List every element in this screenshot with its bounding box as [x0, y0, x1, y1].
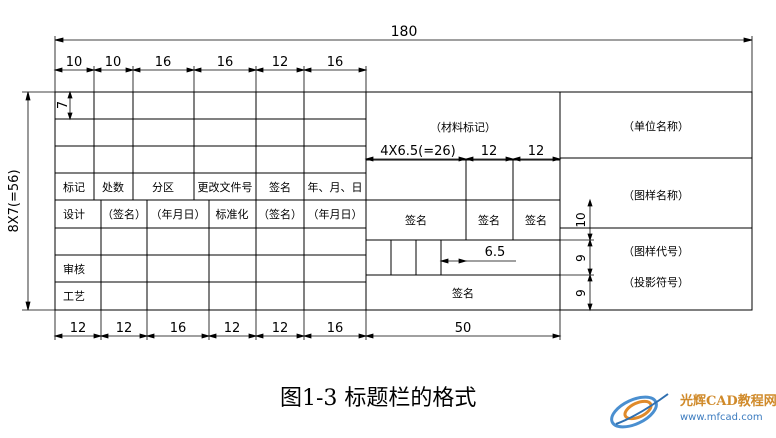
dim-mid-a: 12	[481, 144, 498, 159]
dim-top-width: 16	[155, 55, 172, 70]
dim-top-width: 10	[105, 55, 122, 70]
dim-bottom-width: 16	[327, 321, 344, 336]
dim-right-row: 9	[574, 289, 588, 297]
table-grid	[54, 91, 753, 311]
projection-symbol-label: （投影符号）	[623, 275, 689, 289]
mid-sign-label: 签名	[525, 213, 547, 227]
header-label: 分区	[152, 181, 174, 194]
watermark-title: 光辉CAD教程网	[680, 394, 776, 409]
header-label: 标记	[63, 180, 85, 194]
dim-mid-b: 12	[528, 144, 545, 159]
dim-bottom-width: 12	[224, 321, 241, 336]
dim-small-cell: 6.5	[485, 245, 506, 260]
mid-sign-label: 签名	[478, 213, 500, 227]
dim-total-width: 180	[391, 24, 418, 40]
dim-first-row: 7	[56, 101, 71, 109]
header-label: 处数	[102, 181, 124, 194]
design-row-label: （年月日）	[308, 207, 363, 221]
dim-material-sub: 4X6.5(=26)	[380, 144, 455, 159]
dim-left-height: 8X7(=56)	[7, 169, 22, 232]
unit-name-label: （单位名称）	[623, 119, 689, 133]
dim-top-width: 10	[66, 55, 83, 70]
dim-right-row: 9	[574, 254, 588, 262]
bottom-sign-label: 签名	[452, 286, 474, 300]
dim-bottom-width: 12	[70, 321, 87, 336]
watermark-url: www.mfcad.com	[680, 412, 763, 423]
header-label: 年、月、日	[308, 180, 363, 194]
design-row-label: （签名）	[258, 207, 302, 221]
dim-top-width: 16	[327, 55, 344, 70]
design-row-label: （签名）	[102, 207, 146, 221]
watermark-logo-icon	[610, 393, 669, 429]
dim-bottom-width: 12	[272, 321, 289, 336]
dim-bottom-width: 50	[455, 321, 472, 336]
design-row-label: （年月日）	[151, 207, 206, 221]
dim-bottom-width: 12	[116, 321, 133, 336]
process-label: 工艺	[63, 290, 85, 303]
dim-top-width: 12	[272, 55, 289, 70]
design-row-label: 标准化	[216, 207, 249, 221]
site-watermark: 光辉CAD教程网 www.mfcad.com	[608, 386, 776, 434]
figure-caption: 图1-3 标题栏的格式	[280, 386, 477, 411]
dim-top-width: 16	[217, 55, 234, 70]
drawing-code-label: （图样代号）	[623, 244, 689, 258]
table-labels: 标记 处数 分区 更改文件号 签名 年、月、日 设计 （签名） （年月日） 标准…	[63, 119, 689, 303]
header-label: 签名	[269, 180, 291, 194]
dim-sign-row: 10	[574, 212, 588, 227]
drawing-name-label: （图样名称）	[623, 188, 689, 202]
mid-sign-label: 签名	[405, 213, 427, 227]
header-label: 更改文件号	[198, 180, 253, 194]
dimension-lines	[22, 36, 753, 340]
material-mark-label: （材料标记）	[430, 120, 496, 134]
design-row-label: 设计	[63, 208, 85, 221]
dimension-labels: 180 8X7(=56) 10 10 16 16 12 16 7 12 12 1…	[7, 24, 588, 336]
dim-bottom-width: 16	[170, 321, 187, 336]
review-label: 审核	[63, 262, 85, 276]
